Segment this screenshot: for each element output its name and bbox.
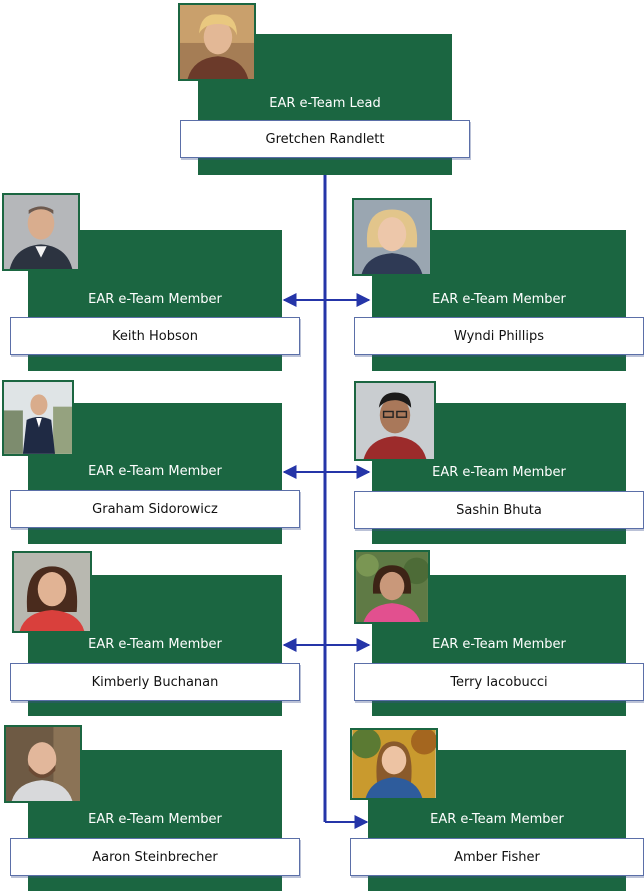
member-name-box: Terry Iacobucci xyxy=(354,663,644,701)
member-card: EAR e-Team Member Kimberly Buchanan xyxy=(10,551,302,719)
member-role-label: EAR e-Team Member xyxy=(432,292,566,307)
member-card: EAR e-Team Member Graham Sidorowicz xyxy=(2,380,302,547)
member-name-box: Keith Hobson xyxy=(10,317,300,355)
person-photo-icon xyxy=(12,551,92,633)
member-card: EAR e-Team Member Wyndi Phillips xyxy=(352,198,644,376)
member-card: EAR e-Team Member Amber Fisher xyxy=(350,728,644,891)
member-role-label: EAR e-Team Member xyxy=(88,292,222,307)
member-role-label: EAR e-Team Member xyxy=(88,637,222,652)
person-photo-icon xyxy=(354,550,430,624)
member-role-label: EAR e-Team Member xyxy=(88,464,222,479)
member-role-label: EAR e-Team Member xyxy=(432,465,566,480)
person-photo-icon xyxy=(2,193,80,271)
person-photo-icon xyxy=(354,381,436,461)
member-role-label: EAR e-Team Member xyxy=(432,637,566,652)
member-card: EAR e-Team Member Keith Hobson xyxy=(2,193,302,375)
person-photo-icon xyxy=(178,3,256,81)
member-role-label: EAR e-Team Member xyxy=(88,812,222,827)
member-name-box: Amber Fisher xyxy=(350,838,644,876)
person-photo-icon xyxy=(4,725,82,803)
member-name-box: Wyndi Phillips xyxy=(354,317,644,355)
lead-card: EAR e-Team Lead Gretchen Randlett xyxy=(178,3,472,175)
person-photo-icon xyxy=(2,380,74,456)
member-name-box: Aaron Steinbrecher xyxy=(10,838,300,876)
member-role-label: EAR e-Team Member xyxy=(430,812,564,827)
member-name-box: Kimberly Buchanan xyxy=(10,663,300,701)
person-photo-icon xyxy=(352,198,432,276)
member-card: EAR e-Team Member Terry Iacobucci xyxy=(354,550,644,719)
lead-role-label: EAR e-Team Lead xyxy=(269,96,381,111)
member-card: EAR e-Team Member Sashin Bhuta xyxy=(354,381,644,547)
member-card: EAR e-Team Member Aaron Steinbrecher xyxy=(4,725,302,891)
person-photo-icon xyxy=(350,728,438,800)
member-name-box: Sashin Bhuta xyxy=(354,491,644,529)
lead-name-box: Gretchen Randlett xyxy=(180,120,470,158)
member-name-box: Graham Sidorowicz xyxy=(10,490,300,528)
